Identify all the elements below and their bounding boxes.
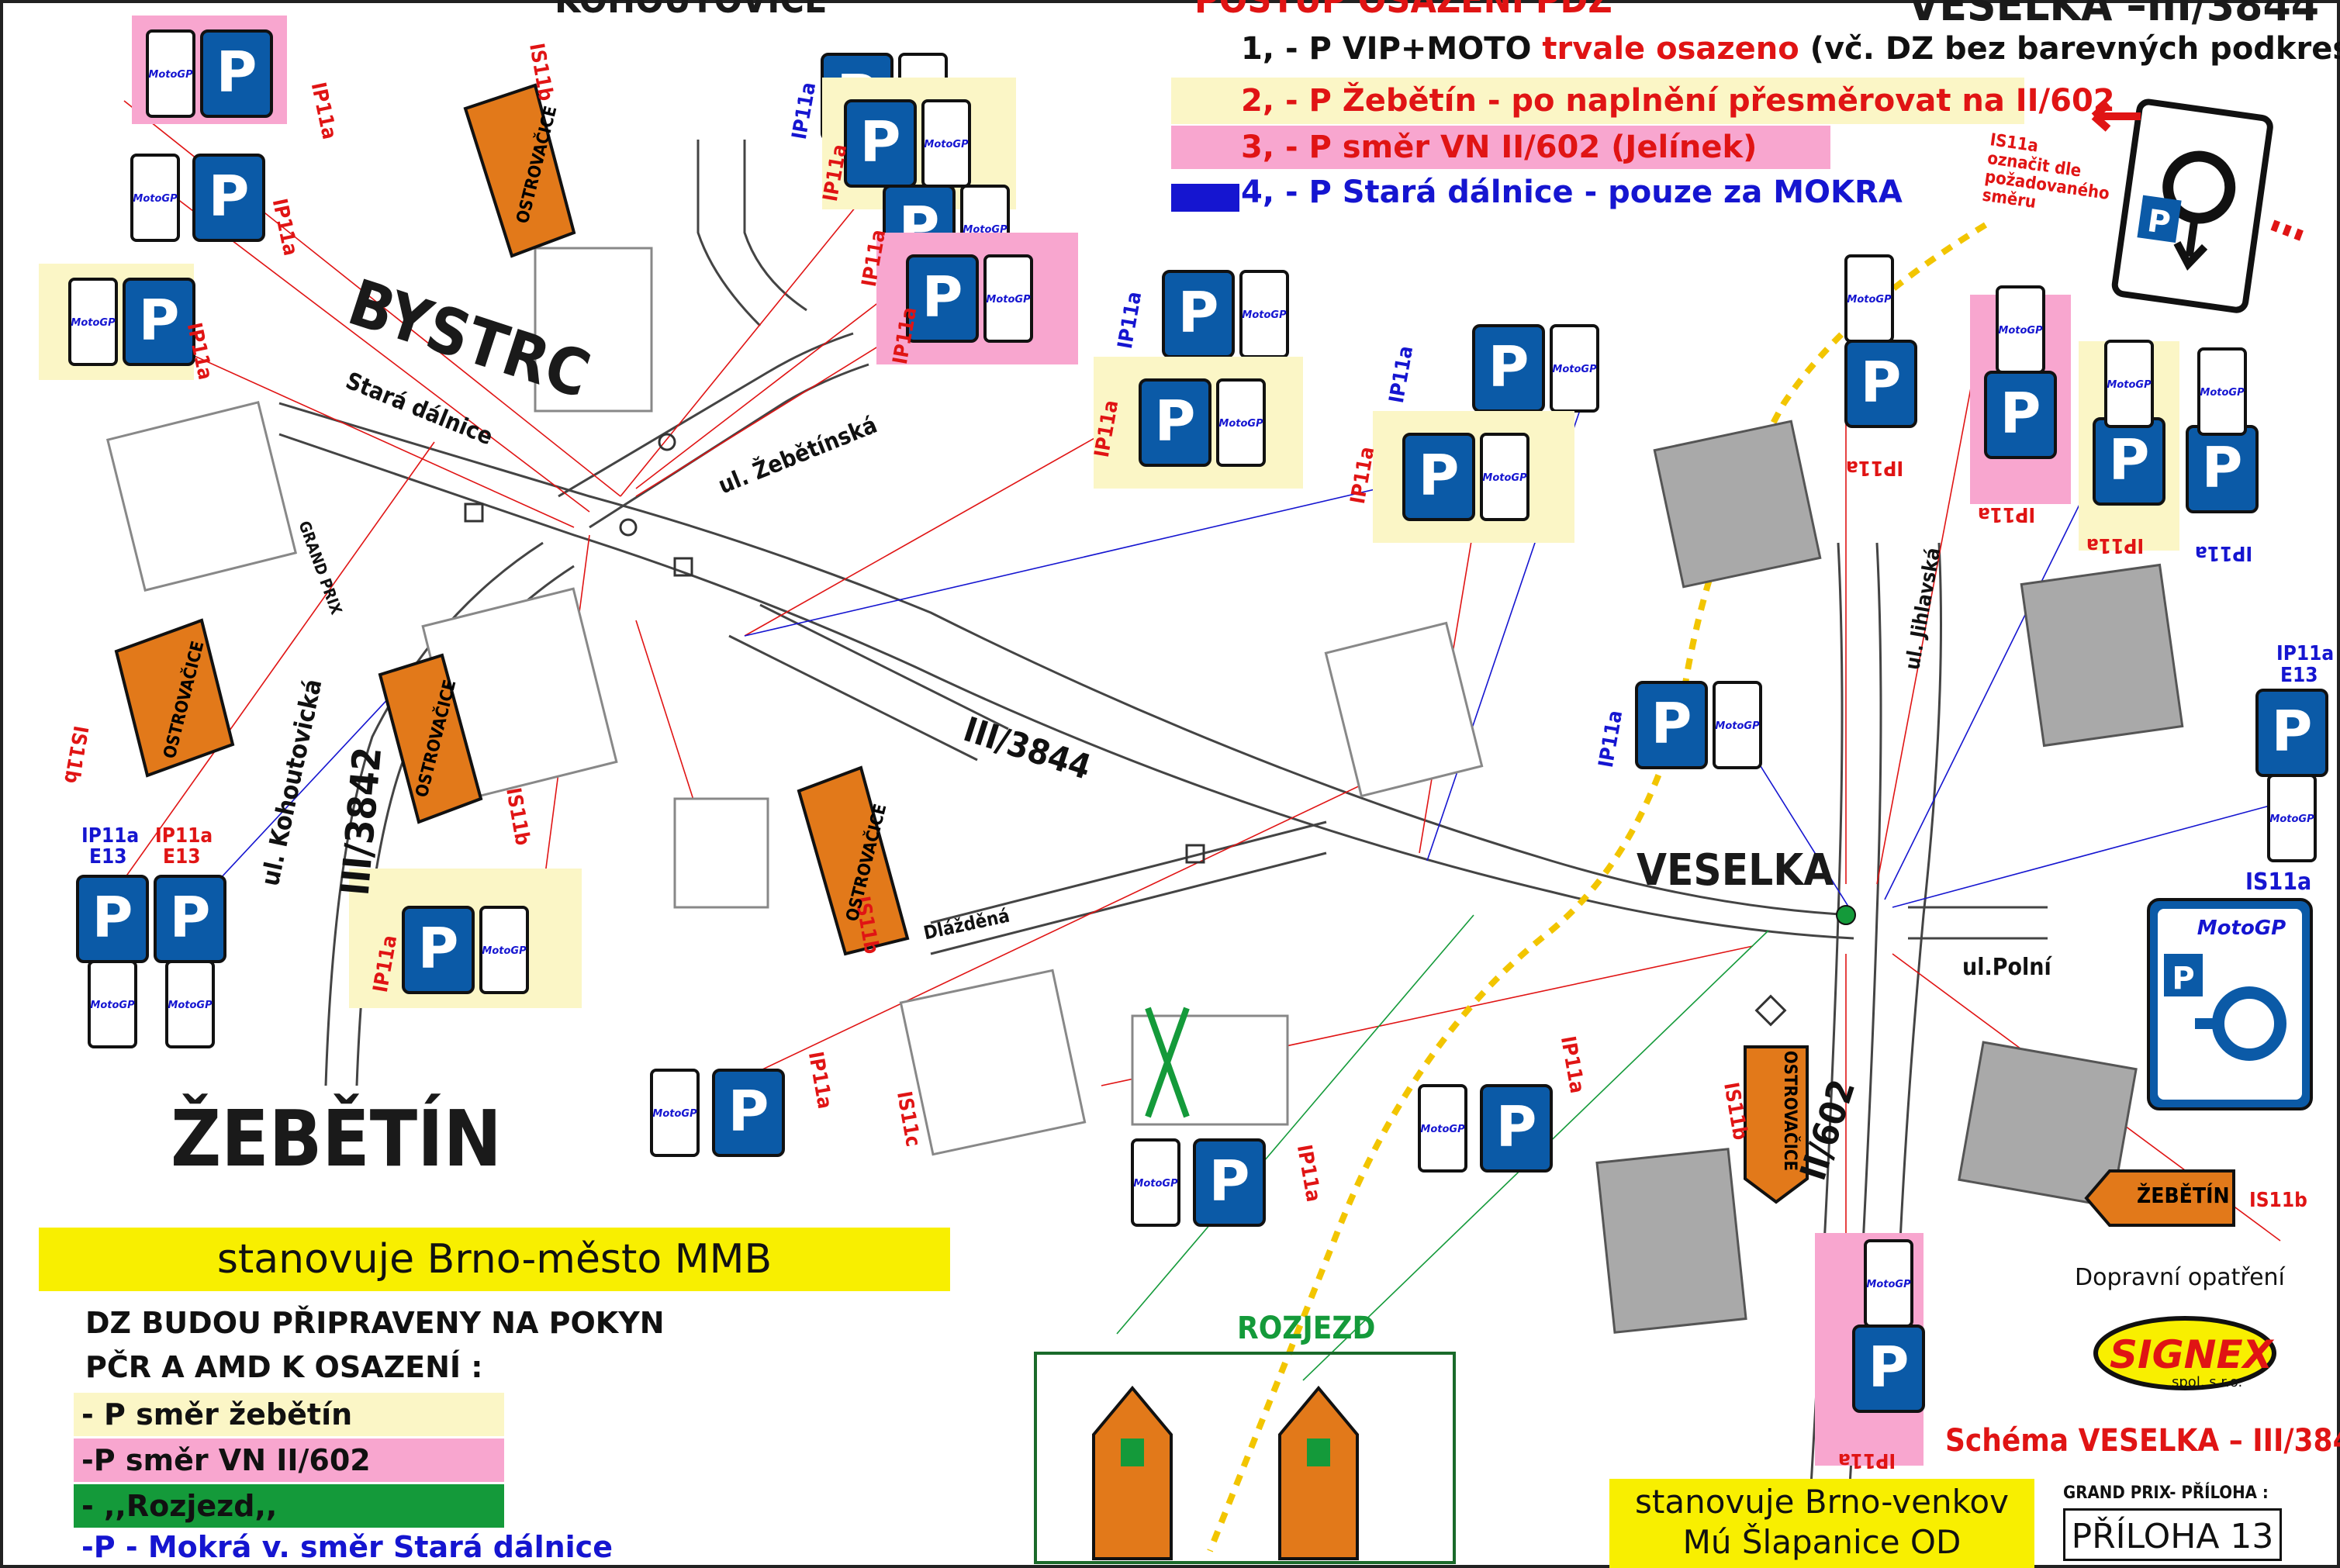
road-3842-1 (324, 541, 544, 1086)
schema-title: Schéma VESELKA – III/3844 (1945, 1423, 2340, 1459)
place-zebetin: ŽEBĚTÍN (171, 1093, 502, 1184)
svg-text:P: P (2145, 203, 2172, 242)
grey-boards (1595, 420, 2184, 1334)
p-sign-1 (132, 16, 287, 124)
grand-prix-label: GRAND PRIX- PŘÍLOHA : (2063, 1483, 2269, 1503)
p-sign-7 (876, 233, 1078, 364)
priloha-box: PŘÍLOHA 13 (2063, 1508, 2282, 1561)
bottom-left-line-2: PČR A AMD K OSAZENÍ : (85, 1350, 483, 1384)
p-sign-16 (1635, 681, 1762, 769)
road-dlazdena-2 (930, 851, 1327, 955)
p-sign-17 (2255, 689, 2328, 862)
p-sign-12 (1844, 254, 1917, 428)
legend-item-1-suffix: (vč. DZ bez barevných podkresů) (1799, 31, 2340, 67)
road-dlazdena-1 (930, 820, 1327, 924)
road-north-1 (696, 140, 762, 327)
code-ip11a-17: IP11a (2276, 642, 2335, 665)
legend-swatch-blue (1171, 184, 1239, 212)
center-header: POSTUP OSAZENÍ PDZ (1194, 0, 1612, 22)
bottom-left-item-4: -P - Mokrá v. směr Stará dálnice (81, 1530, 613, 1564)
ostrovacice-signs (114, 83, 2235, 1227)
ramp-1 (759, 603, 1009, 730)
p-sign-2 (130, 154, 265, 242)
legend-item-1-red: trvale osazeno (1542, 31, 1799, 67)
p-sign-8 (1162, 270, 1289, 358)
p-sign-15 (2186, 347, 2259, 513)
route-dotted (1207, 222, 1988, 1552)
signex-subtext: spol. s r.o. (2172, 1374, 2243, 1390)
kohoutovice-header: KOHOUTOVICE (555, 0, 828, 22)
code-ip11a-15: IP11a (2086, 534, 2145, 557)
road-zebetinska-2 (589, 363, 869, 529)
p-sign-21 (650, 1069, 785, 1157)
road-network (278, 140, 2048, 1552)
svg-text:P: P (2172, 961, 2194, 996)
signex-text: SIGNEX (2110, 1332, 2273, 1377)
legend-item-4: 4, - P Stará dálnice - pouze za MOKRA (1241, 174, 1903, 210)
legend-item-3: 3, - P směr VN II/602 (Jelínek) (1171, 126, 1830, 169)
code-is11a-right: IS11a (2245, 869, 2312, 896)
legend-item-1: 1, - P VIP+MOTO trvale osazeno (vč. DZ b… (1241, 31, 2340, 67)
right-header: VESELKA –III/3844 (1908, 0, 2320, 31)
p-signs (39, 16, 2328, 1466)
code-ip11a-24: IP11a (1838, 1449, 1896, 1472)
banner-brno-venkov: stanovuje Brno-venkov Mú Šlapanice OD (1609, 1479, 2034, 1568)
dopravni-opatreni: Dopravní opatření (2075, 1264, 2285, 1291)
svg-text:MotoGP: MotoGP (2197, 917, 2286, 940)
zebetin-sign-text: ŽEBĚTÍN (2137, 1183, 2230, 1208)
banner-brno-venkov-line-2: Mú Šlapanice OD (1682, 1523, 1962, 1561)
code-ip11a-16: IP11a (2195, 541, 2253, 565)
signex-logo (2093, 1316, 2276, 1390)
white-destination-boards (105, 247, 1484, 1156)
p-sign-24 (1815, 1233, 1925, 1466)
p-sign-9 (1094, 357, 1303, 489)
code-ip11a-19: IP11a (155, 824, 213, 848)
code-ip11a-18: IP11a (81, 824, 140, 848)
road-edge-1 (278, 402, 1854, 917)
road-edge-2 (278, 433, 1854, 940)
p-sign-18 (76, 875, 149, 1048)
small-markers (464, 433, 1787, 1027)
code-e13-19: E13 (163, 845, 201, 869)
road-602-3 (1899, 542, 1942, 1242)
code-e13-17: E13 (2280, 664, 2318, 687)
road-north-2 (743, 140, 807, 312)
roundabout-center (1836, 905, 1856, 925)
code-is11b-right: IS11b (2249, 1189, 2307, 1212)
code-ip11a-14: IP11a (1978, 503, 2036, 526)
ramp-2 (728, 634, 978, 762)
bottom-left-line-1: DZ BUDOU PŘIPRAVENY NA POKYN (85, 1306, 665, 1340)
ostrovacice-text-5: OSTROVAČICE (1780, 1050, 1800, 1172)
rozjezd-signs (1092, 1385, 1359, 1560)
is11a-roundabout-right: P MotoGP (2147, 898, 2313, 1110)
p-sign-13 (1970, 285, 2071, 504)
p-sign-3 (39, 264, 195, 380)
rozjezd-box (1034, 1352, 1456, 1564)
is11a-roundabout-top: P (2111, 98, 2273, 313)
crossed-out-mark (1145, 1007, 1190, 1118)
p-sign-11 (1373, 411, 1574, 543)
bottom-left-item-2: -P směr VN II/602 (74, 1438, 504, 1482)
p-sign-14 (2079, 340, 2179, 551)
code-ip11a-13: IP11a (1846, 456, 1904, 479)
p-sign-19 (154, 875, 226, 1048)
legend-item-1-prefix: 1, - P VIP+MOTO (1241, 31, 1543, 67)
road-label-polni: ul.Polní (1962, 954, 2051, 981)
p-sign-22 (1131, 1138, 1266, 1227)
legend-item-2: 2, - P Žebětín - po naplnění přesměrovat… (1171, 78, 2115, 124)
banner-brno-mesto: stanovuje Brno-město MMB (39, 1228, 950, 1291)
code-e13-18: E13 (89, 845, 127, 869)
banner-brno-venkov-line-1: stanovuje Brno-venkov (1635, 1483, 2009, 1521)
bottom-left-item-1: - P směr žebětín (74, 1393, 504, 1436)
p-sign-10 (1472, 324, 1599, 413)
place-veselka: VESELKA (1637, 845, 1834, 896)
bottom-left-item-3: - ,,Rozjezd,, (74, 1484, 504, 1528)
p-sign-23 (1418, 1084, 1553, 1173)
rozjezd-label: ROZJEZD (1237, 1311, 1376, 1346)
p-sign-20 (349, 869, 582, 1008)
road-zebetinska-1 (558, 332, 854, 498)
